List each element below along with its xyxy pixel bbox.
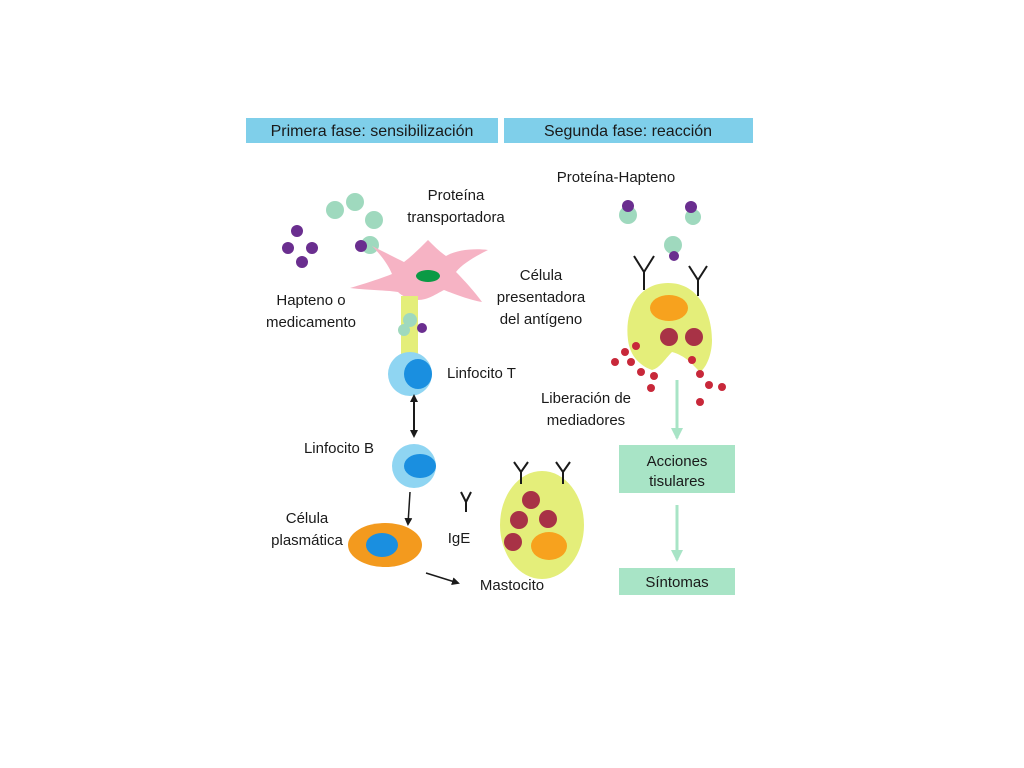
b-lymphocyte-nucleus bbox=[404, 454, 436, 478]
mediators-label-line2: mediadores bbox=[547, 412, 625, 429]
t-lymphocyte-nucleus bbox=[404, 359, 432, 389]
mast-ige-right-icon bbox=[555, 461, 571, 484]
antigen-presenting-cell bbox=[350, 240, 488, 302]
mediators-label-line1: Liberación de bbox=[541, 390, 631, 407]
hapten-label-line1: Hapteno o bbox=[276, 292, 345, 309]
apc-label-line3: del antígeno bbox=[500, 311, 583, 328]
mast-granules-phase1 bbox=[504, 491, 557, 551]
phase1-header bbox=[246, 118, 498, 143]
presented-antigen bbox=[398, 313, 427, 336]
mast-ige-left-icon bbox=[513, 461, 529, 484]
symptoms-text: Síntomas bbox=[645, 574, 708, 591]
plasma-label-line2: plasmática bbox=[271, 532, 343, 549]
mast-nucleus-phase1 bbox=[531, 532, 567, 560]
apc-label-line2: presentadora bbox=[497, 289, 586, 306]
bound-ige-left-icon bbox=[633, 255, 655, 290]
b-cell-label: Linfocito B bbox=[304, 440, 374, 457]
bound-protein-hapten bbox=[355, 236, 379, 254]
apc-label-line1: Célula bbox=[520, 267, 563, 284]
b-to-plasma-arrow bbox=[404, 491, 413, 526]
bound-ige-right-icon bbox=[688, 265, 708, 296]
protein-label-line2: transportadora bbox=[407, 209, 505, 226]
mast-granules-phase2 bbox=[660, 328, 703, 346]
plasma-to-mast-arrow bbox=[425, 572, 460, 586]
ige-antibody-icon bbox=[460, 491, 472, 512]
apc-nucleus bbox=[416, 270, 440, 282]
hapten-label-line2: medicamento bbox=[266, 314, 356, 331]
t-cell-label: Linfocito T bbox=[447, 365, 516, 382]
released-mediators bbox=[611, 342, 726, 406]
mast-cell-phase2 bbox=[627, 283, 712, 372]
hapten-molecules bbox=[282, 225, 318, 268]
protein-hapten-label: Proteína-Hapteno bbox=[557, 169, 675, 186]
phase1-header-text: Primera fase: sensibilización bbox=[271, 123, 474, 140]
tissue-actions-line1: Acciones bbox=[647, 453, 708, 470]
symptoms-box bbox=[619, 568, 735, 595]
mast-nucleus-phase2 bbox=[650, 295, 688, 321]
carrier-proteins bbox=[326, 193, 383, 229]
ige-label: IgE bbox=[448, 530, 471, 547]
plasma-cell-nucleus bbox=[366, 533, 398, 557]
phase2-header-text: Segunda fase: reacción bbox=[544, 123, 712, 140]
mast-cell-label: Mastocito bbox=[480, 577, 544, 594]
protein-hapten-complexes bbox=[619, 200, 701, 261]
tissue-actions-box bbox=[619, 445, 735, 493]
tissue-actions-line2: tisulares bbox=[649, 473, 705, 490]
protein-label-line1: Proteína bbox=[428, 187, 485, 204]
phase2-header bbox=[504, 118, 753, 143]
plasma-label-line1: Célula bbox=[286, 510, 329, 527]
